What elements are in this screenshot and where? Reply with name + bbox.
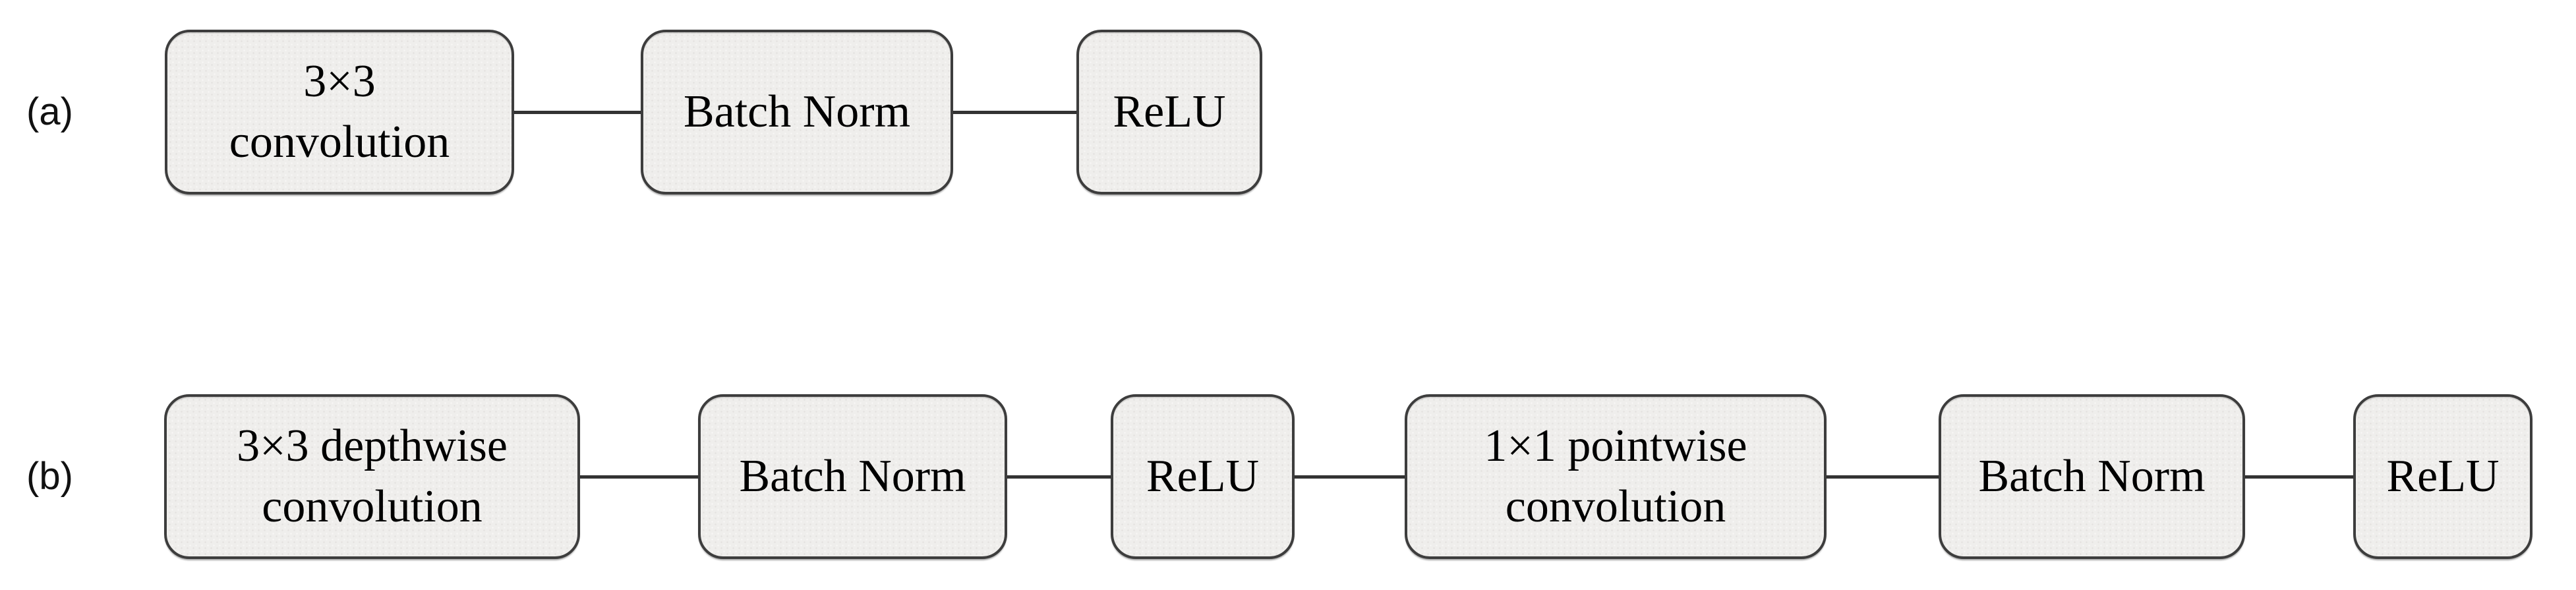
block-batch-norm-a-label: Batch Norm: [683, 86, 911, 137]
block-relu-b2-label: ReLU: [2386, 450, 2500, 502]
block-batch-norm-b2: Batch Norm: [1939, 394, 2245, 559]
block-relu-b1: ReLU: [1111, 394, 1295, 559]
block-pointwise-conv-1x1: 1×1 pointwise convolution: [1405, 394, 1827, 559]
row-b-label: (b): [26, 455, 73, 498]
block-depthwise-conv-3x3: 3×3 depthwise convolution: [164, 394, 580, 559]
block-depthwise-conv-3x3-label: 3×3 depthwise convolution: [237, 420, 508, 532]
block-pointwise-conv-1x1-label: 1×1 pointwise convolution: [1484, 420, 1747, 532]
block-relu-a: ReLU: [1076, 30, 1262, 194]
row-a-label: (a): [26, 90, 73, 133]
block-batch-norm-a: Batch Norm: [641, 30, 953, 194]
block-relu-b1-label: ReLU: [1146, 450, 1260, 502]
block-relu-a-label: ReLU: [1113, 86, 1226, 137]
block-conv-3x3-label: 3×3 convolution: [229, 55, 450, 167]
block-conv-3x3: 3×3 convolution: [165, 30, 514, 194]
block-relu-b2: ReLU: [2353, 394, 2532, 559]
block-batch-norm-b1-label: Batch Norm: [739, 450, 966, 502]
block-batch-norm-b2-label: Batch Norm: [1978, 450, 2206, 502]
block-batch-norm-b1: Batch Norm: [698, 394, 1007, 559]
